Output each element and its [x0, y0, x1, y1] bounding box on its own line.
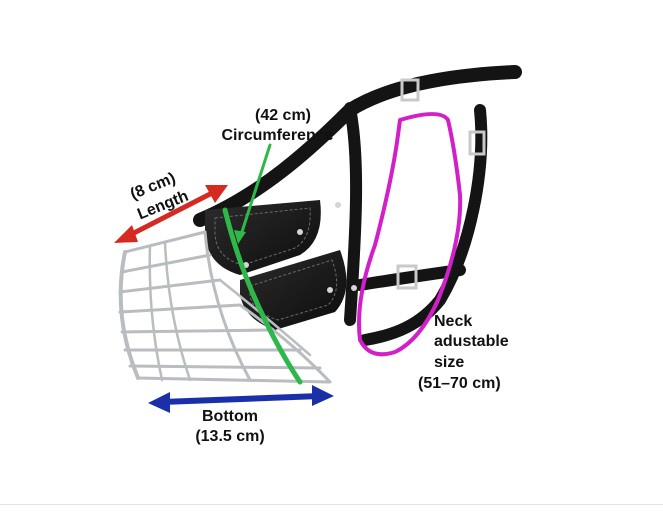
- neck-label-line1: Neck: [434, 313, 473, 330]
- bottom-arrow: [148, 385, 334, 413]
- neck-outline: [357, 112, 463, 357]
- bottom-name-label: Bottom: [202, 408, 258, 425]
- circumference-name-label: Circumference: [221, 127, 334, 144]
- circumference-marker: [222, 143, 303, 385]
- wire-basket: [118, 230, 332, 384]
- buckle-side: [396, 264, 418, 290]
- leather-pad-lower: [240, 250, 347, 330]
- circumference-value-label: (42 cm): [254, 107, 312, 124]
- neck-label-line2: adustable: [434, 333, 509, 350]
- length-arrow: [114, 185, 228, 243]
- neck-value-label: (51–70 cm): [418, 375, 501, 392]
- buckle-right: [468, 130, 486, 156]
- divider: [0, 504, 663, 505]
- buckle-top: [400, 78, 420, 102]
- neck-label-line3: size: [434, 354, 465, 371]
- leather-pad-upper: [205, 200, 321, 275]
- bottom-value-label: (13.5 cm): [195, 428, 265, 445]
